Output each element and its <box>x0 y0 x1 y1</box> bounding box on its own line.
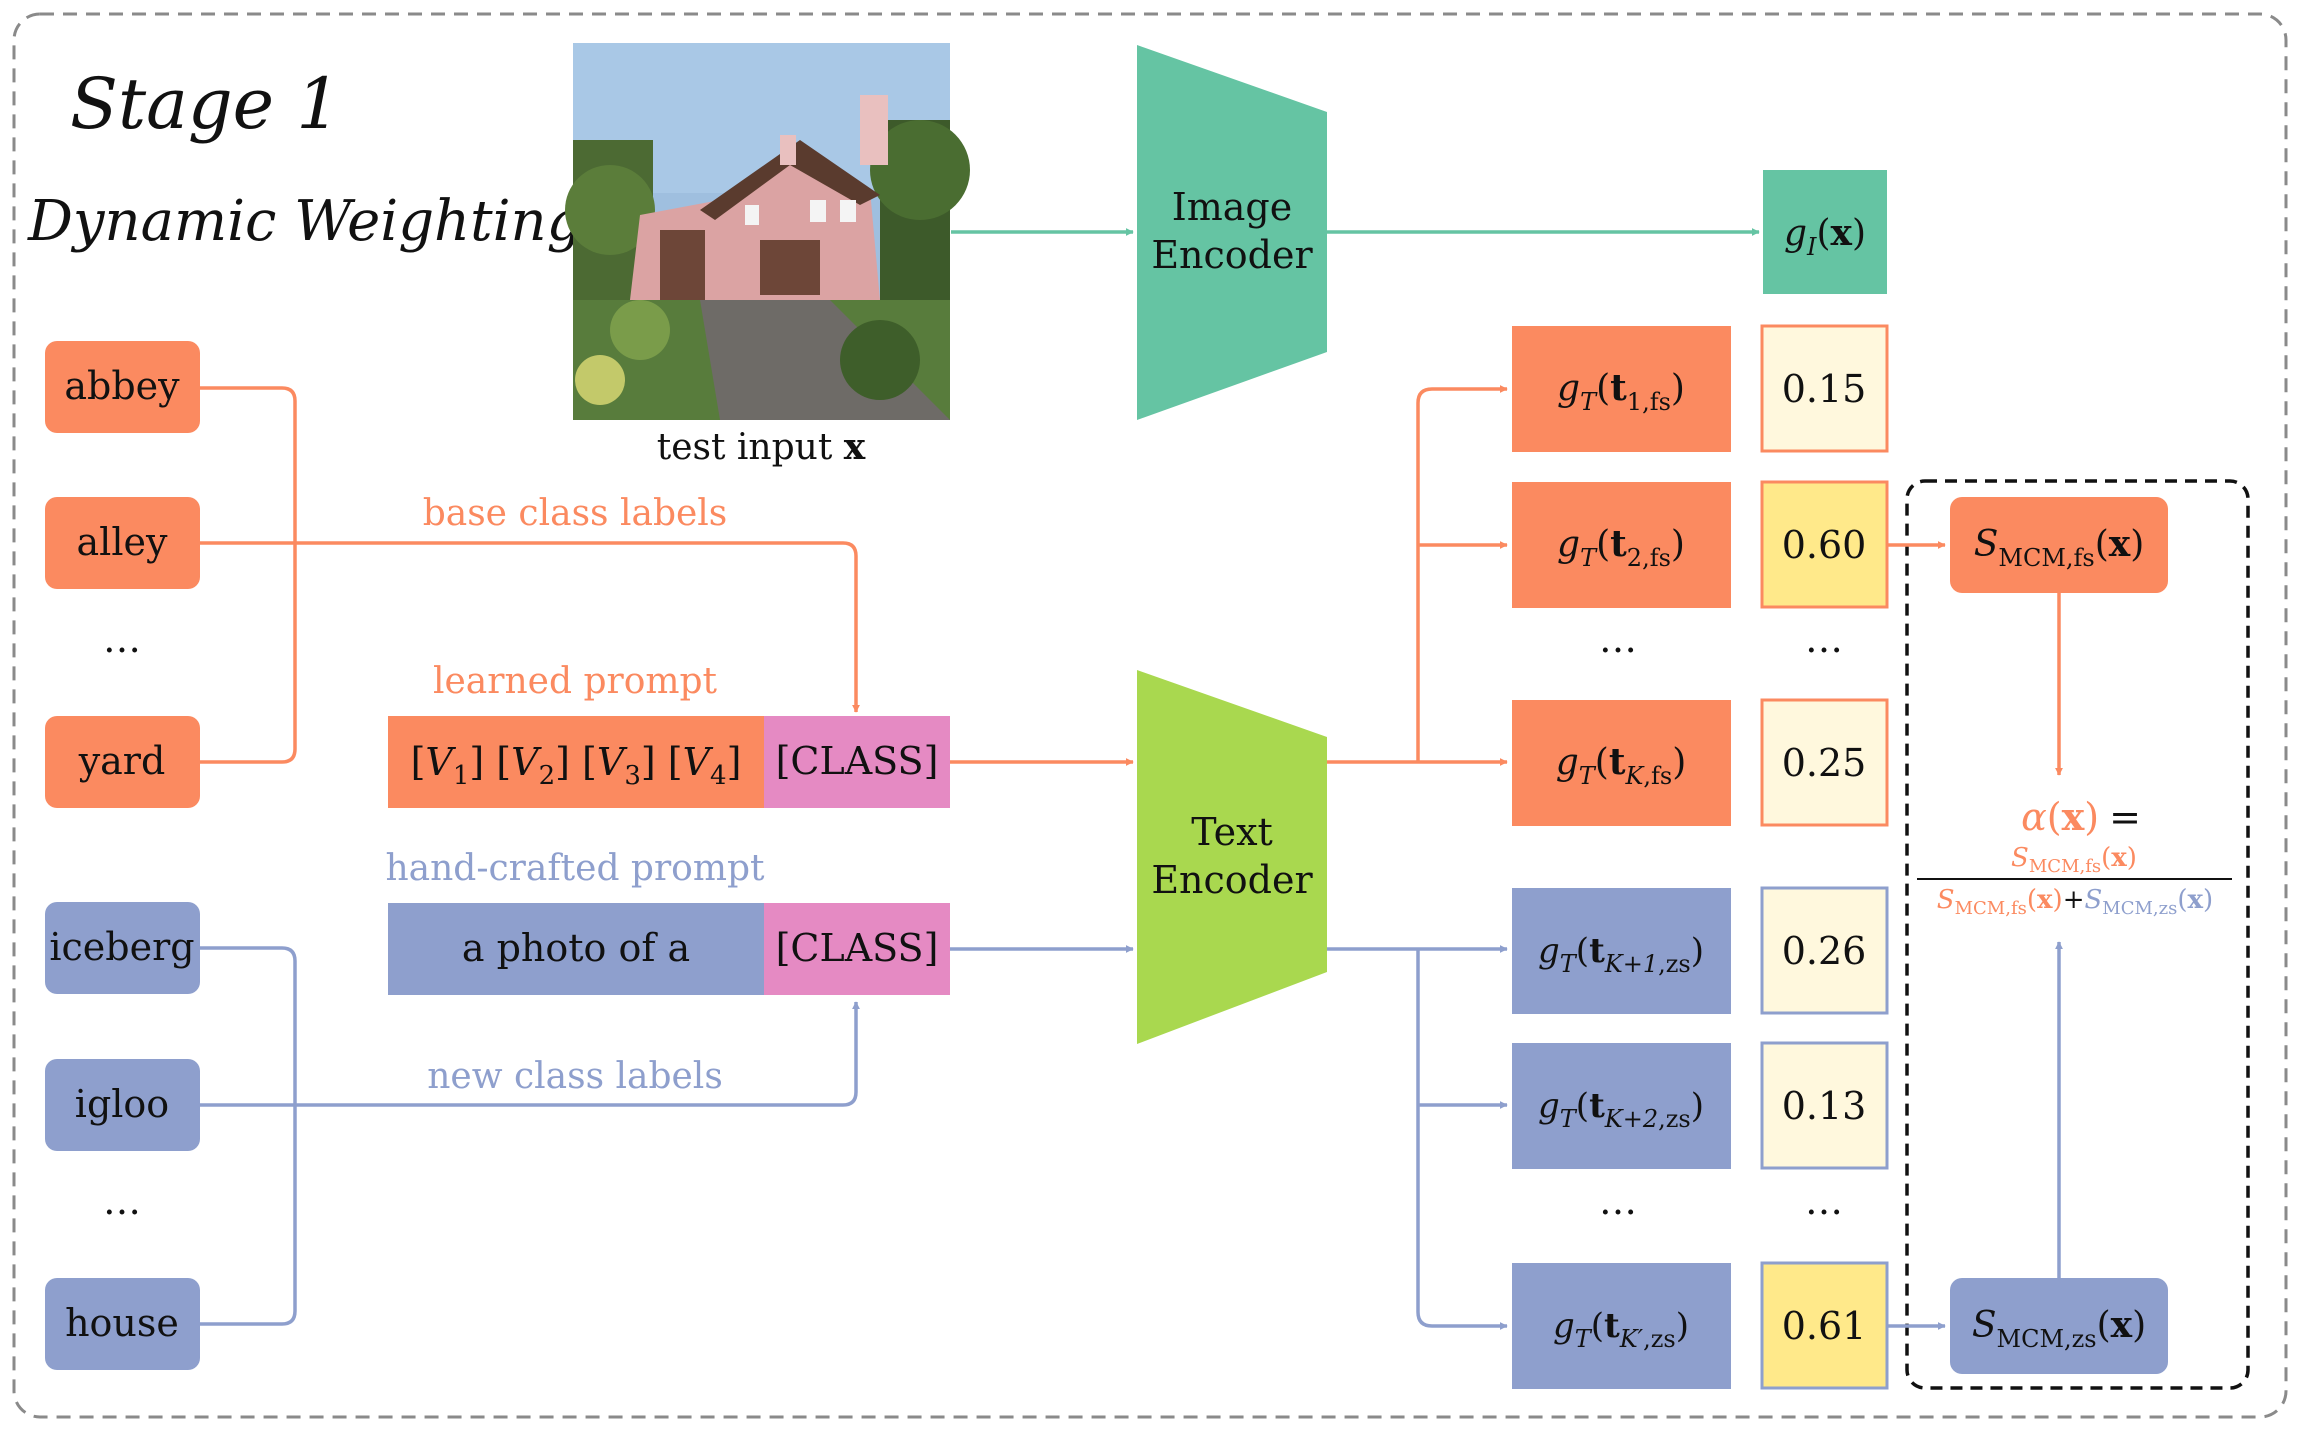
image-feature-label: gI(x) <box>1784 212 1866 261</box>
zs-feature-kprime: gT(tK′,zs) <box>1512 1263 1731 1389</box>
fs-feature-2: gT(t2,fs) <box>1512 482 1731 608</box>
svg-text:SMCM,zs(x): SMCM,zs(x) <box>1972 1304 2146 1353</box>
mcm-fs-box: SMCM,fs(x) <box>1950 497 2168 593</box>
svg-text:alley: alley <box>77 520 168 564</box>
base-label-abbey: abbey <box>45 341 200 433</box>
svg-text:yard: yard <box>78 739 166 783</box>
test-input-photo <box>565 43 970 420</box>
svg-text:abbey: abbey <box>64 364 180 408</box>
new-label-house: house <box>45 1278 200 1370</box>
new-label-igloo: igloo <box>45 1059 200 1151</box>
handcrafted-prompt-context <box>388 903 764 995</box>
fs-score-ellipsis: … <box>1805 617 1843 661</box>
learned-prompt-class-label: [CLASS] <box>776 739 939 783</box>
zs-score-k1: 0.26 <box>1760 886 1889 1015</box>
alpha-numerator: SMCM,fs(x) <box>2011 843 2137 877</box>
svg-text:0.15: 0.15 <box>1782 367 1867 411</box>
stage-subtitle: Dynamic Weighting <box>27 189 582 254</box>
image-feature-box <box>1763 170 1887 294</box>
arrow-new-labels-to-class <box>200 1001 860 1107</box>
fs-score-k: 0.25 <box>1760 698 1889 827</box>
zs-feature-ellipsis: … <box>1599 1179 1637 1223</box>
mcm-panel <box>1905 479 2250 1390</box>
zs-feature-k2: gT(tK+2,zs) <box>1512 1043 1731 1169</box>
svg-text:gT(tK+2,zs): gT(tK+2,zs) <box>1538 1086 1704 1133</box>
zs-feature-connectors <box>1327 945 1508 1330</box>
handcrafted-prompt-caption: hand-crafted prompt <box>385 848 765 889</box>
svg-text:gT(t2,fs): gT(t2,fs) <box>1557 523 1685 572</box>
svg-text:iceberg: iceberg <box>49 925 194 969</box>
svg-text:0.60: 0.60 <box>1782 523 1867 567</box>
learned-prompt-caption: learned prompt <box>433 661 718 702</box>
handcrafted-prompt-class <box>764 903 950 995</box>
fs-feature-ellipsis: … <box>1599 617 1637 661</box>
svg-text:0.61: 0.61 <box>1782 1304 1867 1348</box>
photo-caption: test input x <box>657 426 866 468</box>
fs-score-2: 0.60 <box>1760 480 1889 609</box>
svg-text:SMCM,fs(x): SMCM,fs(x) <box>1974 523 2145 572</box>
svg-text:house: house <box>65 1301 179 1345</box>
svg-text:gT(tK,fs): gT(tK,fs) <box>1556 741 1687 790</box>
zs-score-k2: 0.13 <box>1760 1041 1889 1170</box>
svg-text:igloo: igloo <box>75 1082 169 1126</box>
fs-feature-k: gT(tK,fs) <box>1512 700 1731 826</box>
fs-feature-connectors <box>1327 385 1508 766</box>
zs-score-ellipsis: … <box>1805 1179 1843 1223</box>
base-label-alley: alley <box>45 497 200 589</box>
handcrafted-prompt-class-label: [CLASS] <box>776 926 939 970</box>
arrow-base-labels-to-class <box>200 541 860 713</box>
base-labels-caption: base class labels <box>423 493 728 534</box>
fs-feature-1: gT(t1,fs) <box>1512 326 1731 452</box>
text-encoder <box>1137 670 1327 1044</box>
stage-title: Stage 1 <box>70 63 341 145</box>
svg-text:gT(t1,fs): gT(t1,fs) <box>1557 367 1685 416</box>
handcrafted-prompt-text: a photo of a <box>462 926 690 970</box>
image-encoder <box>1137 45 1327 420</box>
alpha-denominator: SMCM,fs(x)+SMCM,zs(x) <box>1937 885 2213 919</box>
svg-text:0.25: 0.25 <box>1782 741 1867 785</box>
learned-prompt-context <box>388 716 764 808</box>
new-label-ellipsis: … <box>103 1179 141 1223</box>
new-label-iceberg: iceberg <box>45 902 200 994</box>
fs-score-1: 0.15 <box>1760 324 1889 453</box>
base-labels-bracket <box>200 386 297 764</box>
zs-feature-k1: gT(tK+1,zs) <box>1512 888 1731 1014</box>
svg-text:gT(tK′,zs): gT(tK′,zs) <box>1553 1306 1689 1353</box>
mcm-zs-box: SMCM,zs(x) <box>1950 1278 2168 1374</box>
zs-score-kprime: 0.61 <box>1760 1261 1889 1390</box>
svg-text:0.26: 0.26 <box>1782 929 1867 973</box>
base-label-ellipsis: … <box>103 617 141 661</box>
svg-text:0.13: 0.13 <box>1782 1084 1867 1128</box>
learned-prompt-tokens: [V1] [V2] [V3] [V4] <box>411 740 742 791</box>
stage-frame <box>12 12 2288 1419</box>
base-label-yard: yard <box>45 716 200 808</box>
svg-text:gT(tK+1,zs): gT(tK+1,zs) <box>1538 931 1704 978</box>
learned-prompt-class <box>764 716 950 808</box>
new-labels-caption: new class labels <box>427 1056 723 1097</box>
alpha-lhs: α(x)= <box>2021 794 2141 839</box>
new-labels-bracket <box>200 946 297 1326</box>
